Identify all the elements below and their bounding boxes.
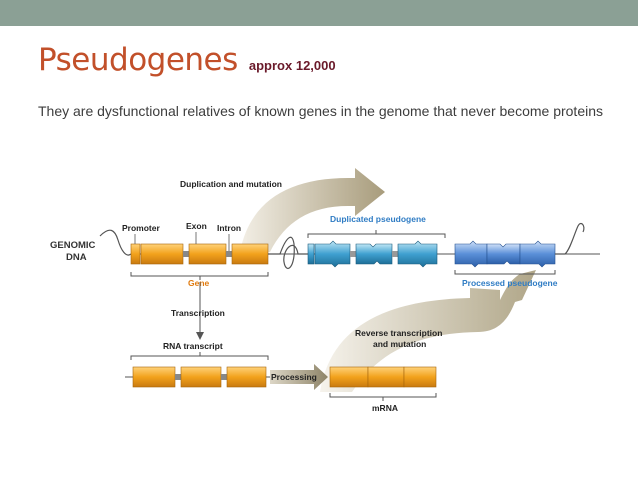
duplication-arrow [240,168,385,252]
intron-segment [226,251,232,257]
dna-loop [268,236,308,269]
exon-label: Exon [186,221,207,231]
duplicated-pseudogene-label: Duplicated pseudogene [330,214,426,224]
rna-bracket [130,355,269,360]
slide-title: Pseudogenes [38,42,238,78]
processed-pseudogene-label: Processed pseudogene [462,278,558,288]
rna-exon-block [180,366,222,388]
rna-exon-block [132,366,176,388]
reverse-label-1: Reverse transcription [355,328,442,338]
top-bar [0,0,638,26]
pseudo-intron-segment [392,251,398,257]
exon-block [231,243,269,265]
genomic-label-2: DNA [66,252,87,263]
mrna-exon-block [367,366,405,388]
dna-lead-line [99,229,132,256]
gene-bracket [130,272,269,277]
exon-block [140,243,184,265]
intron-label: Intron [217,223,241,233]
duplicated-exon-block [397,240,438,268]
intron-segment [183,251,189,257]
genomic-label-1: GENOMIC [50,240,96,251]
promoter-block [130,243,141,265]
promoter-label: Promoter [122,223,160,233]
slide-title-note: approx 12,000 [248,58,336,73]
duplicated-exon-block [355,243,393,265]
mrna-exon-block [403,366,437,388]
transcription-label: Transcription [171,308,225,318]
duplicated-bracket [307,233,446,238]
rna-transcript-label: RNA transcript [163,341,223,351]
duplicated-exon-block [314,240,351,268]
processing-label: Processing [271,372,317,382]
title-row: Pseudogenes approx 12,000 [38,42,336,78]
rna-intron-segment [175,374,181,380]
pseudo-promoter-block [307,243,315,265]
transcription-arrowhead [196,332,204,340]
rna-exon-block [226,366,267,388]
processed-exon-block [486,243,521,265]
exon-block [188,243,227,265]
reverse-label-2: and mutation [373,339,426,349]
mrna-label: mRNA [372,403,398,413]
pseudo-intron-segment [350,251,356,257]
slide-description: They are dysfunctional relatives of know… [38,103,603,119]
gene-label: Gene [188,278,210,288]
reverse-transcription-arrow [320,270,536,392]
dna-tail [555,222,585,255]
processed-bracket [454,270,556,275]
mrna-exon-block [329,366,369,388]
rna-intron-segment [221,374,227,380]
processed-exon-block [454,240,488,268]
duplication-label: Duplication and mutation [180,179,282,189]
mrna-bracket [329,393,437,398]
processing-arrow [270,364,328,390]
processed-exon-block [519,240,556,268]
